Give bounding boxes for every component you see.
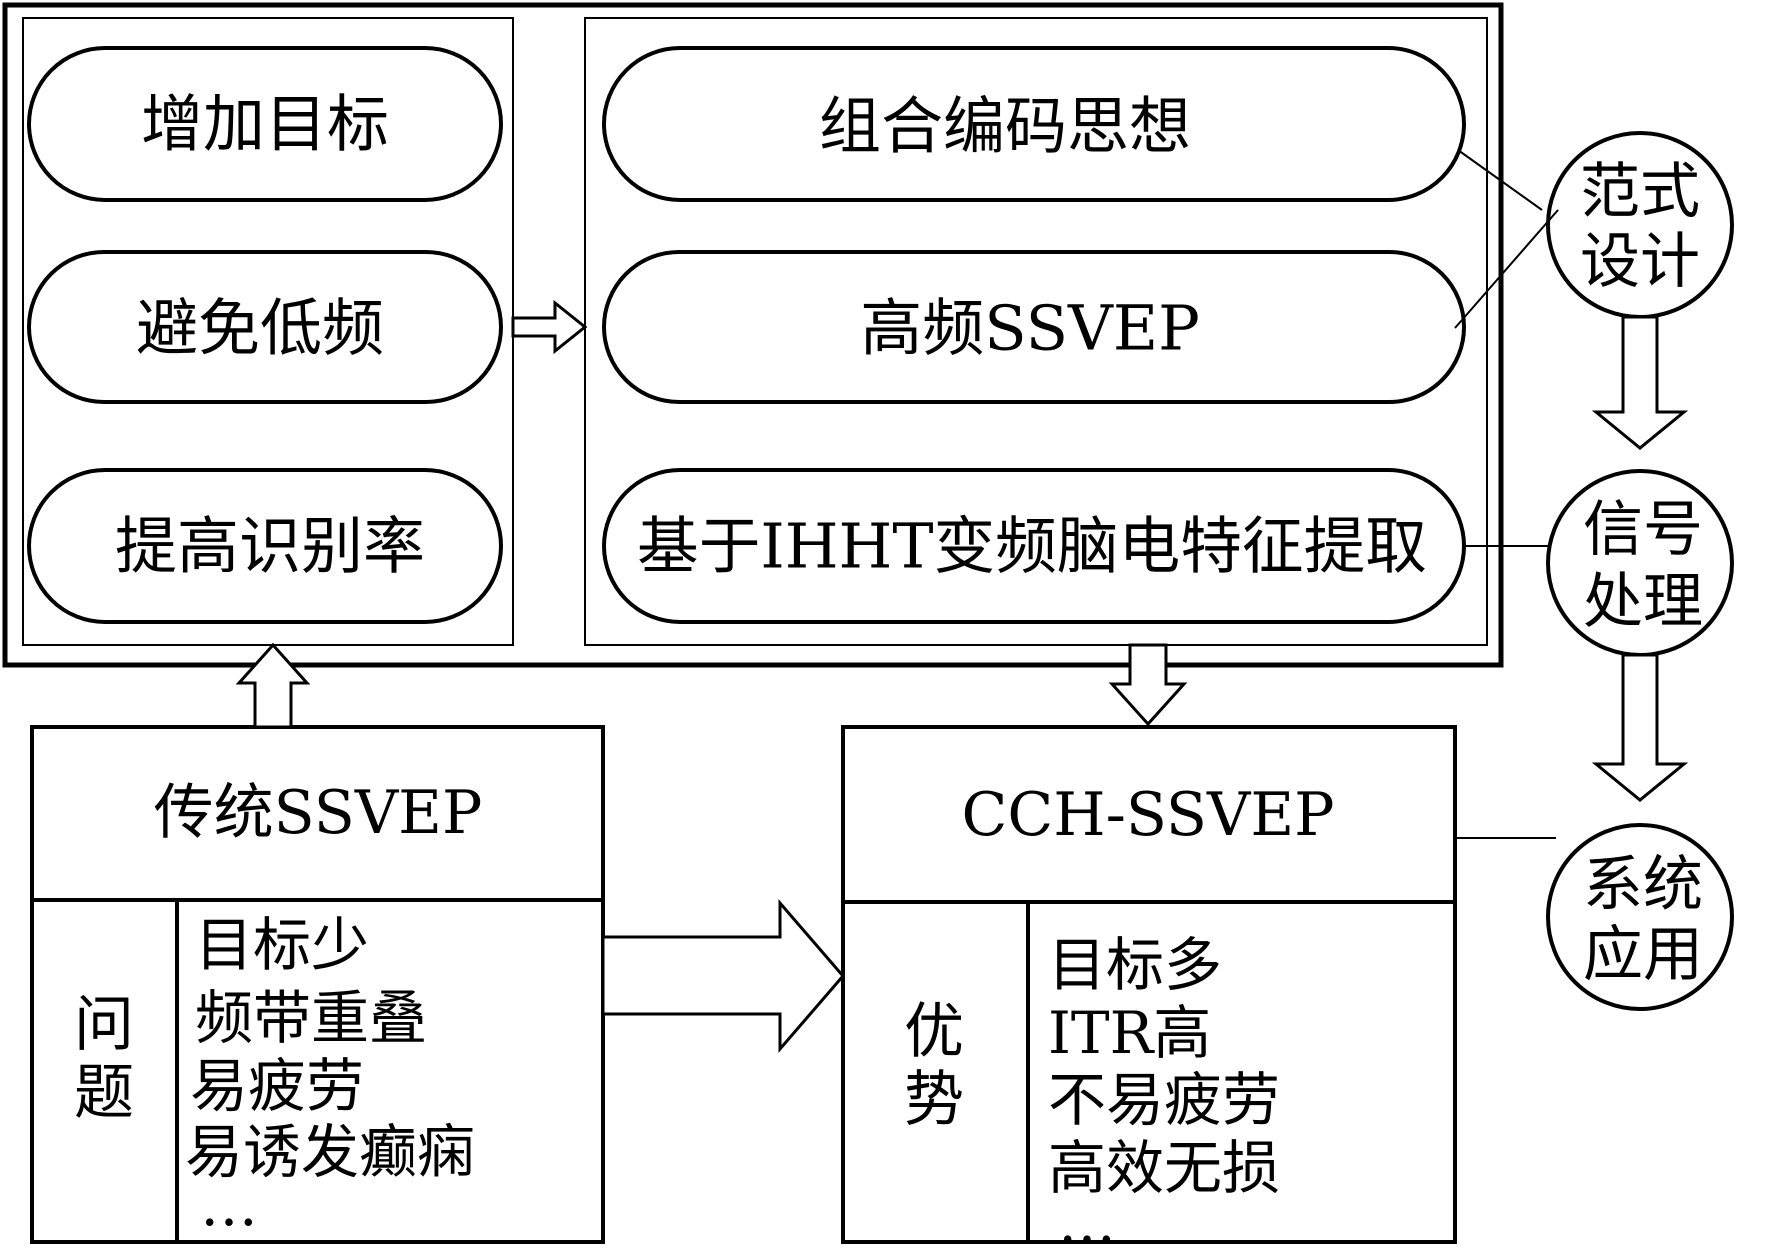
- right-pill-1: 组合编码思想: [602, 46, 1466, 202]
- cch-list-item-5: …: [1058, 1188, 1116, 1254]
- left-pill-2: 避免低频: [27, 250, 503, 404]
- right-pill-3: 基于IHHT变频脑电特征提取: [602, 468, 1466, 624]
- outer-frame: [2, 2, 1504, 668]
- arrow-panel-to-cch: [1108, 643, 1188, 727]
- circle-paradigm-design-line2: 设计: [1580, 227, 1700, 297]
- left-pill-3: 提高识别率: [27, 468, 503, 624]
- traditional-list-item-1: 目标少: [195, 911, 369, 979]
- traditional-list-item-4: 易诱发癫痫: [185, 1118, 475, 1186]
- arrow-left-to-right: [511, 299, 588, 355]
- cch-title: CCH-SSVEP: [961, 780, 1334, 850]
- cch-list-item-4: 高效无损: [1048, 1134, 1280, 1202]
- circle-system-application: 系统 应用: [1546, 823, 1734, 1011]
- arrow-traditional-up: [235, 642, 311, 729]
- traditional-side-label-2: 题: [74, 1058, 134, 1128]
- circle-signal-processing-line2: 处理: [1583, 567, 1703, 637]
- circle-signal-processing: 信号 处理: [1546, 469, 1734, 657]
- cch-box: CCH-SSVEP 优 势 目标多 ITR高 不易疲劳 高效无损 …: [841, 725, 1457, 1254]
- connector-pill1-circle1: [1457, 149, 1543, 211]
- arrow-traditional-to-cch: [601, 898, 845, 1054]
- right-pill-2-label: 高频SSVEP: [860, 292, 1200, 365]
- right-pill-1-label: 组合编码思想: [819, 90, 1191, 163]
- right-pill-3-label: 基于IHHT变频脑电特征提取: [637, 510, 1427, 583]
- arrow-circle-1-to-2: [1591, 315, 1689, 450]
- traditional-title: 传统SSVEP: [154, 778, 483, 848]
- left-pill-1-label: 增加目标: [141, 88, 389, 161]
- traditional-list-item-2: 频带重叠: [195, 984, 427, 1052]
- traditional-list-item-3: 易疲劳: [190, 1052, 364, 1120]
- cch-list-item-2: ITR高: [1048, 999, 1211, 1067]
- cch-side-label-2: 势: [904, 1065, 964, 1135]
- left-pill-2-label: 避免低频: [136, 292, 384, 365]
- circle-signal-processing-line1: 信号: [1583, 495, 1703, 565]
- circle-paradigm-design: 范式 设计: [1546, 131, 1734, 319]
- connector-pill2-circle1: [1454, 209, 1559, 329]
- cch-side-label-1: 优: [904, 997, 964, 1067]
- traditional-side-label-1: 问: [74, 990, 134, 1060]
- left-pill-3-label: 提高识别率: [115, 510, 425, 583]
- traditional-list-item-5: …: [200, 1171, 258, 1239]
- circle-paradigm-design-line1: 范式: [1580, 157, 1700, 227]
- circle-system-application-line1: 系统: [1583, 850, 1703, 920]
- right-pill-2: 高频SSVEP: [602, 250, 1466, 404]
- right-panel: [584, 17, 1488, 646]
- cch-list-item-3: 不易疲劳: [1048, 1066, 1280, 1134]
- cch-list-item-1: 目标多: [1048, 931, 1222, 999]
- left-pill-1: 增加目标: [27, 46, 503, 202]
- arrow-circle-2-to-3: [1591, 653, 1689, 802]
- circle-system-application-line2: 应用: [1583, 920, 1703, 990]
- traditional-box: 传统SSVEP 问 题 目标少 频带重叠 易疲劳 易诱发癫痫 …: [30, 725, 605, 1244]
